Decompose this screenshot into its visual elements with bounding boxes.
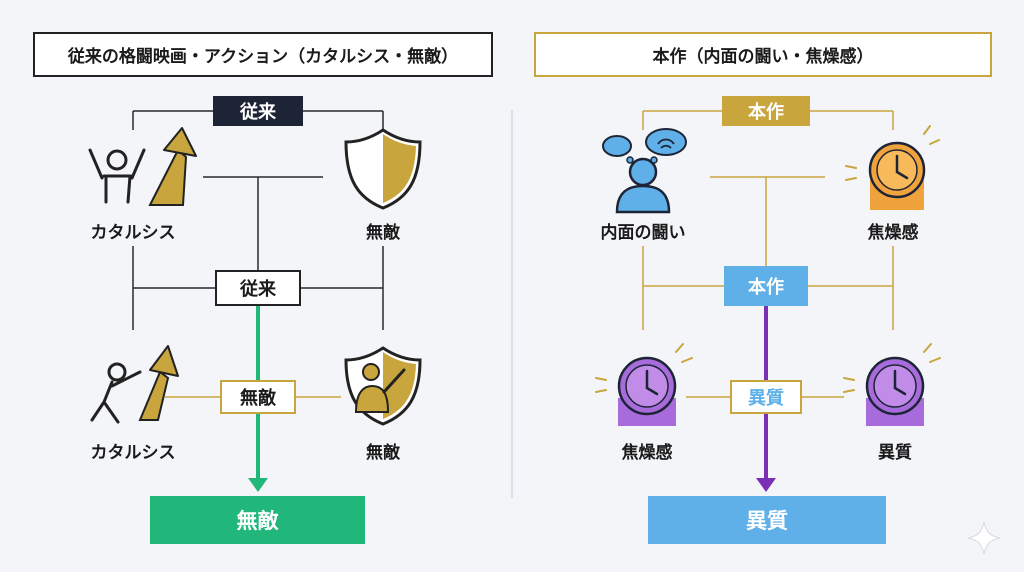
right-top-right-label: 焦燥感 xyxy=(867,223,919,243)
right-connectors xyxy=(642,110,894,398)
climbing-person-icon xyxy=(90,345,179,424)
clock-icon-orange xyxy=(845,125,940,210)
left-panel-title: 従来の格闘映画・アクション（カタルシス・無敵） xyxy=(33,32,493,77)
shield-person-icon xyxy=(344,346,422,426)
left-top-right-label: 無敵 xyxy=(366,223,400,243)
cheering-person-icon xyxy=(88,127,197,206)
right-result-box: 異質 xyxy=(648,496,886,544)
right-bottom-left-label: 焦燥感 xyxy=(621,443,673,463)
right-panel-title: 本作（内面の闘い・焦燥感） xyxy=(534,32,992,77)
right-top-tag: 本作 xyxy=(722,96,810,126)
left-top-left-label: カタルシス xyxy=(90,223,176,243)
left-mid-tag: 無敵 xyxy=(220,380,296,414)
left-result-box: 無敵 xyxy=(150,496,365,544)
thinking-person-icon xyxy=(602,128,687,214)
left-bottom-right-label: 無敵 xyxy=(366,443,400,463)
left-top-tag: 従来 xyxy=(213,96,303,126)
clock-icon-violet-right xyxy=(843,343,941,426)
clock-icon-violet-left xyxy=(595,343,693,426)
left-bottom-left-label: カタルシス xyxy=(90,443,176,463)
right-bottom-right-label: 異質 xyxy=(878,443,912,463)
right-top-left-label: 内面の闘い xyxy=(600,223,686,243)
right-center-tag: 本作 xyxy=(724,266,808,306)
shield-icon xyxy=(344,128,422,210)
left-center-tag: 従来 xyxy=(215,270,301,306)
sparkle-icon xyxy=(967,521,1001,555)
right-mid-tag: 異質 xyxy=(730,380,802,414)
left-connectors xyxy=(132,110,384,330)
